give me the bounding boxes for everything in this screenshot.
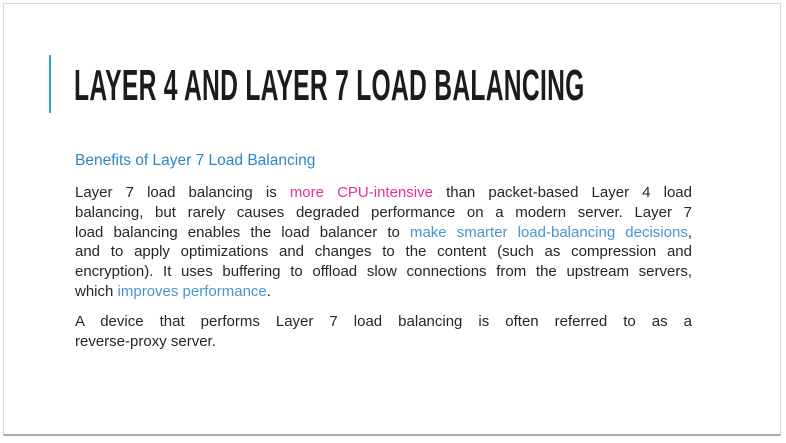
body-text: which bbox=[75, 282, 118, 300]
highlight-pink-text: more CPU-intensive bbox=[289, 184, 433, 201]
highlight-link-text: make smarter load-balancing decisions bbox=[409, 223, 688, 241]
body-paragraph-2: A device that performs Layer 7 load bala… bbox=[75, 312, 692, 352]
highlight-link-text: improves performance bbox=[117, 282, 267, 300]
text-line: balancing, but rarely causes degraded pe… bbox=[75, 203, 692, 223]
title-accent-bar bbox=[49, 55, 51, 113]
body-text: reverse-proxy server. bbox=[75, 332, 216, 350]
body-text: load balancing enables the load balancer… bbox=[75, 223, 410, 241]
body-paragraph-1: Layer 7 load balancing is more CPU-inten… bbox=[75, 183, 692, 302]
body-text: encryption). It uses buffering to offloa… bbox=[75, 263, 692, 281]
body-text: than packet-based Layer 4 load bbox=[432, 184, 692, 201]
slide-title: LAYER 4 AND LAYER 7 LOAD BALANCING bbox=[74, 61, 585, 110]
text-line: A device that performs Layer 7 load bala… bbox=[75, 312, 692, 332]
text-line: which improves performance. bbox=[75, 282, 692, 302]
section-heading: Benefits of Layer 7 Load Balancing bbox=[75, 152, 316, 169]
body-text: A device that performs Layer 7 load bala… bbox=[75, 313, 692, 330]
text-line: and to apply optimizations and changes t… bbox=[75, 242, 692, 262]
body-text: balancing, but rarely causes degraded pe… bbox=[75, 203, 692, 221]
body-text: . bbox=[266, 282, 271, 300]
slide: LAYER 4 AND LAYER 7 LOAD BALANCING Benef… bbox=[3, 3, 781, 436]
body-text: and to apply optimizations and changes t… bbox=[75, 243, 692, 261]
text-line: load balancing enables the load balancer… bbox=[75, 223, 692, 243]
text-line: Layer 7 load balancing is more CPU-inten… bbox=[75, 183, 692, 203]
text-line: reverse-proxy server. bbox=[75, 332, 692, 352]
text-line: encryption). It uses buffering to offloa… bbox=[75, 262, 692, 282]
body-text: Layer 7 load balancing is bbox=[75, 184, 290, 201]
body-text: , bbox=[687, 223, 692, 241]
